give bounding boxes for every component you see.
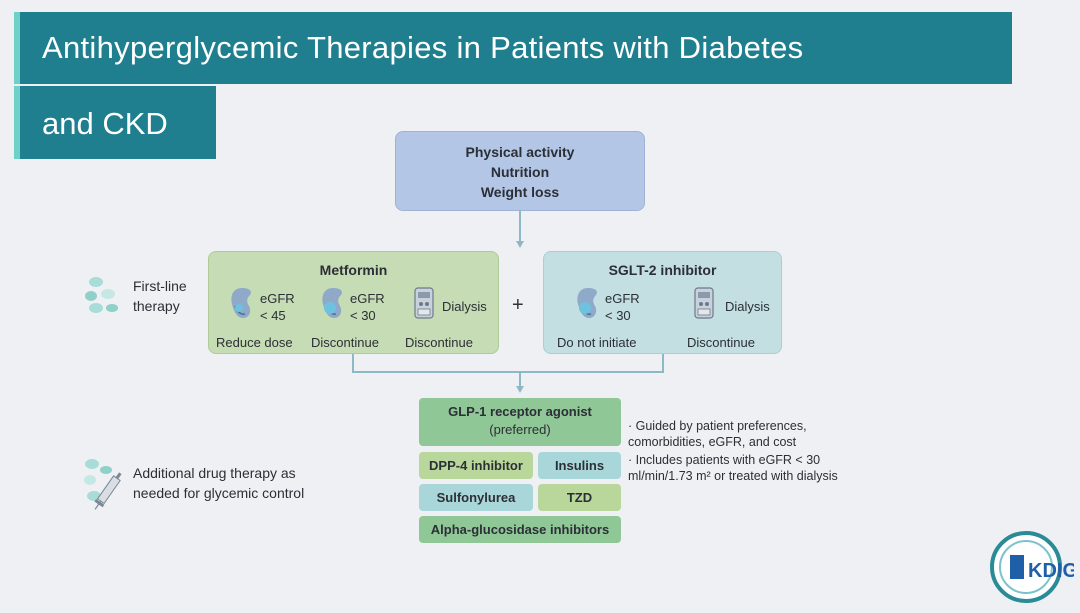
slide-title-line2: and CKD bbox=[42, 106, 168, 141]
glp1-line2: (preferred) bbox=[489, 422, 551, 437]
note-1: · Guided by patient preferences, comorbi… bbox=[628, 419, 807, 449]
additional-label-2: needed for glycemic control bbox=[133, 485, 305, 501]
glp1-box: GLP-1 receptor agonist (preferred) bbox=[419, 398, 621, 446]
kidney-icon bbox=[322, 288, 343, 318]
dpp4-box: DPP-4 inhibitor bbox=[419, 452, 533, 479]
sglt2-egfr30-text2: < 30 bbox=[605, 308, 631, 323]
metformin-egfr30-action: Discontinue bbox=[311, 335, 379, 350]
metformin-egfr30-text1: eGFR bbox=[350, 291, 385, 306]
note-2: · Includes patients with eGFR < 30 ml/mi… bbox=[628, 453, 838, 483]
sglt2-egfr30-text1: eGFR bbox=[605, 291, 640, 306]
svg-text:KDIGO: KDIGO bbox=[1028, 560, 1074, 582]
additional-therapy-label: Additional drug therapy as needed for gl… bbox=[133, 463, 304, 503]
bracket-bottom bbox=[352, 371, 664, 373]
metformin-title: Metformin bbox=[319, 262, 388, 278]
insulins-box: Insulins bbox=[538, 452, 621, 479]
pills-icon bbox=[85, 277, 118, 313]
metformin-egfr45: eGFR < 45 bbox=[260, 290, 295, 324]
kidney-icon bbox=[577, 288, 598, 318]
sglt2-dialysis: Dialysis bbox=[725, 299, 770, 314]
lifestyle-box: Physical activity Nutrition Weight loss bbox=[395, 131, 645, 211]
metformin-egfr45-text1: eGFR bbox=[260, 291, 295, 306]
glp1-line1: GLP-1 receptor agonist bbox=[448, 404, 592, 419]
kdigo-logo: KDIGO bbox=[990, 531, 1074, 603]
slide-title: Antihyperglycemic Therapies in Patients … bbox=[14, 12, 1012, 84]
lifestyle-line2: Nutrition bbox=[490, 164, 550, 180]
dialysis-machine-icon bbox=[414, 287, 434, 319]
sglt2-box: SGLT-2 inhibitor eGFR < 30 Do not initia… bbox=[543, 251, 782, 354]
guidance-notes: · Guided by patient preferences, comorbi… bbox=[628, 418, 848, 486]
first-line-label: First-line therapy bbox=[133, 276, 187, 316]
kidney-icon bbox=[231, 288, 252, 318]
tzd-box: TZD bbox=[538, 484, 621, 511]
connector-additional bbox=[519, 372, 521, 388]
plus-sign: + bbox=[512, 294, 524, 316]
first-line-label-2: therapy bbox=[133, 298, 180, 314]
bracket-right bbox=[662, 354, 664, 372]
lifestyle-line3: Weight loss bbox=[480, 184, 560, 200]
metformin-dialysis: Dialysis bbox=[442, 299, 487, 314]
syringe-pills-icon bbox=[84, 459, 122, 510]
lifestyle-line1: Physical activity bbox=[465, 144, 575, 160]
sglt2-egfr30: eGFR < 30 bbox=[605, 290, 640, 324]
metformin-egfr30-text2: < 30 bbox=[350, 308, 376, 323]
sglt2-egfr30-action: Do not initiate bbox=[557, 335, 637, 350]
bracket-left bbox=[352, 354, 354, 372]
alpha-glucosidase-box: Alpha-glucosidase inhibitors bbox=[419, 516, 621, 543]
slide-title-line1: Antihyperglycemic Therapies in Patients … bbox=[42, 30, 804, 65]
additional-label-1: Additional drug therapy as bbox=[133, 465, 296, 481]
connector-arrow-2 bbox=[516, 386, 524, 393]
metformin-dialysis-action: Discontinue bbox=[405, 335, 473, 350]
first-line-label-1: First-line bbox=[133, 278, 187, 294]
metformin-egfr30: eGFR < 30 bbox=[350, 290, 385, 324]
metformin-egfr45-text2: < 45 bbox=[260, 308, 286, 323]
sglt2-title: SGLT-2 inhibitor bbox=[608, 262, 717, 278]
metformin-box: Metformin eGFR < 45 Reduce dose eGFR < 3… bbox=[208, 251, 499, 354]
dialysis-machine-icon bbox=[694, 287, 714, 319]
slide-title-continued: and CKD bbox=[14, 86, 216, 159]
metformin-egfr45-action: Reduce dose bbox=[216, 335, 293, 350]
sglt2-dialysis-action: Discontinue bbox=[687, 335, 755, 350]
connector-lifestyle bbox=[519, 211, 521, 243]
sulfonylurea-box: Sulfonylurea bbox=[419, 484, 533, 511]
connector-arrow-1 bbox=[516, 241, 524, 248]
